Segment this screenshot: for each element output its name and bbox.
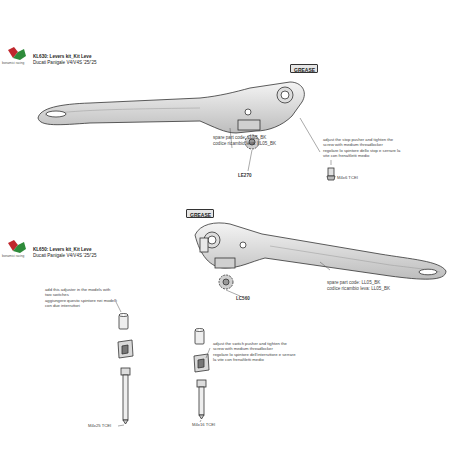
part-label: KL630: Levers kit_Kit Leve bbox=[33, 54, 173, 59]
part-label: bonamici racing bbox=[2, 255, 34, 259]
part-label: M4x6 TCEI bbox=[337, 176, 377, 181]
node-text: GREASE bbox=[190, 212, 210, 218]
brake-lever bbox=[38, 82, 335, 180]
leader-lines bbox=[116, 118, 331, 426]
adjuster-parts bbox=[118, 314, 133, 425]
node-text: GREASE bbox=[294, 67, 314, 73]
part-label: M4x25 TCEI bbox=[88, 424, 128, 429]
part-label: adjust the stop pusher and tighten the s… bbox=[323, 138, 395, 148]
part-label: spare part code: LL05_BK bbox=[213, 135, 323, 140]
part-label: codice ricambio leva: LL05_BK bbox=[213, 141, 323, 146]
logo bbox=[8, 47, 26, 60]
part-label: Ducati Panigale V4/V4S '25/'25 bbox=[33, 60, 173, 65]
part-label: regolare lo spintore dello stop e serrar… bbox=[323, 149, 403, 159]
logo bbox=[8, 240, 26, 253]
callout-number: LE270 bbox=[238, 173, 278, 178]
part-label: Ducati Panigale V4/V4S '25/'25 bbox=[33, 253, 173, 258]
part-label: aggiungere questo spintore nei modelli c… bbox=[45, 299, 117, 309]
pusher-parts bbox=[194, 329, 209, 420]
part-label: KL650: Levers kit_Kit Leve bbox=[33, 247, 173, 252]
part-label: adjust the switch pusher and tighten the… bbox=[213, 342, 293, 352]
part-label: spare part code: LL05_BK bbox=[327, 280, 437, 285]
grease-tag: GREASE bbox=[186, 209, 214, 218]
grease-tag: GREASE bbox=[290, 64, 318, 73]
clutch-lever bbox=[195, 223, 446, 289]
callout-number: LC560 bbox=[236, 296, 276, 301]
part-label: regolare lo spintore dell'interruttore e… bbox=[213, 353, 297, 363]
part-label: add this adjuster in the models with two… bbox=[45, 288, 117, 298]
part-label: bonamici racing bbox=[2, 62, 34, 66]
part-label: M4x16 TCEI bbox=[192, 423, 232, 428]
part-label: codice ricambio leva: LL05_BK bbox=[327, 286, 437, 291]
